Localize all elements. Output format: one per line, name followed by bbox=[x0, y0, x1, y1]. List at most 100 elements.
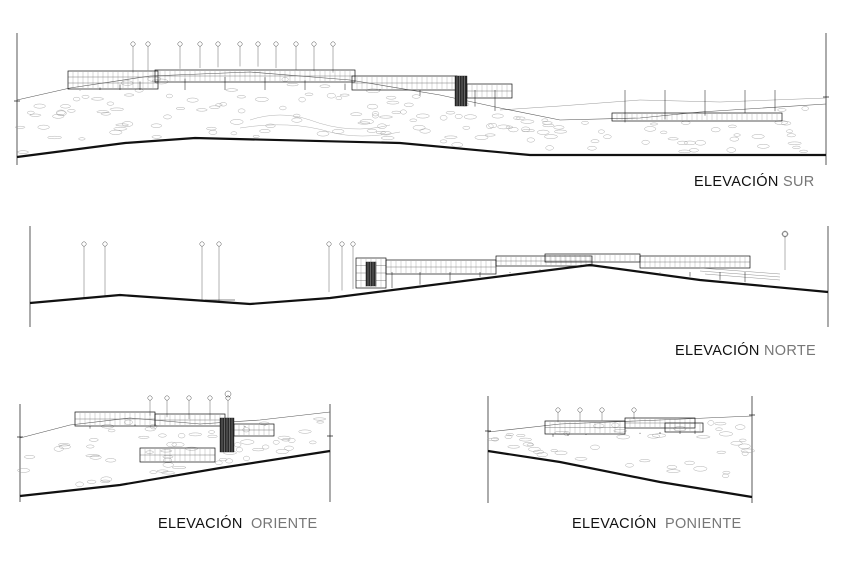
vegetation-hatch bbox=[67, 109, 76, 113]
tree-crown-symbol bbox=[350, 241, 356, 247]
terrain-contour bbox=[239, 114, 401, 137]
tree-crown-symbol bbox=[197, 41, 203, 47]
vegetation-hatch bbox=[372, 111, 380, 117]
vegetation-hatch bbox=[451, 142, 463, 148]
vegetation-hatch bbox=[163, 457, 172, 463]
vegetation-hatch bbox=[639, 459, 651, 463]
vegetation-hatch bbox=[651, 433, 667, 438]
vegetation-hatch bbox=[545, 145, 554, 151]
vegetation-hatch bbox=[145, 450, 154, 454]
vegetation-hatch bbox=[409, 118, 417, 122]
vegetation-hatch bbox=[75, 481, 84, 487]
vegetation-hatch bbox=[332, 129, 345, 134]
vegetation-hatch bbox=[81, 95, 90, 99]
vegetation-hatch bbox=[729, 136, 739, 142]
tree-crown-symbol bbox=[330, 41, 336, 47]
vegetation-hatch bbox=[521, 129, 535, 133]
vegetation-hatch bbox=[666, 465, 678, 470]
vegetation-hatch bbox=[411, 94, 421, 99]
vegetation-hatch bbox=[47, 135, 62, 139]
vegetation-hatch bbox=[684, 460, 695, 465]
vegetation-hatch bbox=[541, 118, 549, 122]
vegetation-hatch bbox=[474, 135, 489, 140]
vegetation-hatch bbox=[516, 434, 526, 437]
vegetation-hatch bbox=[91, 97, 104, 101]
vegetation-hatch bbox=[86, 479, 97, 484]
main-building-west bbox=[67, 70, 159, 90]
vegetation-hatch bbox=[124, 93, 135, 97]
vegetation-hatch bbox=[335, 96, 343, 101]
vegetation-hatch bbox=[774, 120, 788, 125]
vegetation-hatch bbox=[309, 440, 317, 445]
vegetation-hatch bbox=[644, 126, 657, 132]
tree-crown-symbol bbox=[311, 41, 317, 47]
vegetation-hatch bbox=[357, 121, 371, 125]
vegetation-hatch bbox=[726, 147, 736, 153]
tree-crown-symbol bbox=[216, 241, 222, 247]
tree-crown-symbol bbox=[186, 395, 192, 401]
elevation-oriente-title-sub: ORIENTE bbox=[250, 516, 318, 532]
vegetation-hatch bbox=[134, 88, 144, 93]
vegetation-hatch bbox=[537, 129, 550, 135]
vegetation-hatch bbox=[160, 449, 173, 453]
vegetation-hatch bbox=[150, 424, 158, 430]
vegetation-hatch bbox=[350, 112, 363, 116]
tree-crown-symbol bbox=[339, 241, 345, 247]
vegetation-hatch bbox=[33, 103, 46, 109]
level-marker-icon bbox=[224, 390, 232, 398]
vegetation-hatch bbox=[58, 443, 71, 447]
vegetation-hatch bbox=[319, 84, 331, 88]
vegetation-hatch bbox=[372, 113, 379, 119]
vegetation-hatch bbox=[149, 470, 158, 474]
ground-section-line bbox=[16, 136, 826, 159]
vegetation-hatch bbox=[439, 115, 448, 121]
vegetation-hatch bbox=[722, 473, 730, 478]
vegetation-hatch bbox=[208, 430, 215, 434]
vegetation-hatch bbox=[109, 107, 124, 111]
tree-crown-symbol bbox=[237, 41, 243, 47]
vegetation-hatch bbox=[751, 134, 765, 139]
vegetation-hatch bbox=[237, 108, 246, 114]
vegetation-hatch bbox=[15, 126, 26, 129]
vegetation-hatch bbox=[462, 126, 470, 130]
elevation-sur-title-sub: SUR bbox=[782, 174, 815, 190]
vegetation-hatch bbox=[660, 130, 668, 134]
vegetation-hatch bbox=[161, 471, 176, 475]
vegetation-hatch bbox=[230, 131, 238, 136]
vegetation-hatch bbox=[733, 133, 741, 137]
vegetation-hatch bbox=[254, 97, 269, 102]
stair-core bbox=[365, 261, 377, 287]
vegetation-hatch bbox=[367, 103, 378, 110]
vegetation-hatch bbox=[741, 450, 749, 456]
elevation-oriente-title: ELEVACIÓN ORIENTE bbox=[158, 516, 318, 532]
vegetation-hatch bbox=[593, 423, 605, 429]
vegetation-hatch bbox=[693, 466, 708, 472]
vegetation-hatch bbox=[215, 460, 223, 465]
vegetation-hatch bbox=[485, 133, 496, 137]
vegetation-hatch bbox=[225, 458, 234, 464]
vegetation-hatch bbox=[716, 450, 726, 454]
vegetation-hatch bbox=[641, 139, 650, 145]
vegetation-hatch bbox=[158, 433, 167, 438]
vegetation-hatch bbox=[786, 133, 796, 138]
vegetation-hatch bbox=[463, 114, 477, 120]
vegetation-hatch bbox=[491, 113, 504, 119]
vegetation-hatch bbox=[272, 440, 280, 445]
vegetation-hatch bbox=[138, 435, 150, 439]
vegetation-hatch bbox=[542, 123, 555, 127]
vegetation-hatch bbox=[175, 107, 185, 110]
vegetation-hatch bbox=[186, 97, 199, 103]
vegetation-hatch bbox=[37, 124, 50, 130]
vegetation-hatch bbox=[313, 417, 327, 421]
vegetation-hatch bbox=[416, 113, 430, 119]
pavilion-low bbox=[611, 112, 783, 122]
elevation-sur-drawing bbox=[14, 33, 829, 165]
vegetation-hatch bbox=[60, 104, 71, 109]
vegetation-hatch bbox=[162, 455, 174, 459]
vegetation-hatch bbox=[105, 458, 117, 463]
vegetation-hatch bbox=[242, 427, 250, 433]
vegetation-hatch bbox=[366, 128, 377, 133]
vegetation-hatch bbox=[230, 119, 244, 125]
vegetation-hatch bbox=[444, 135, 458, 139]
vegetation-hatch bbox=[603, 134, 612, 139]
